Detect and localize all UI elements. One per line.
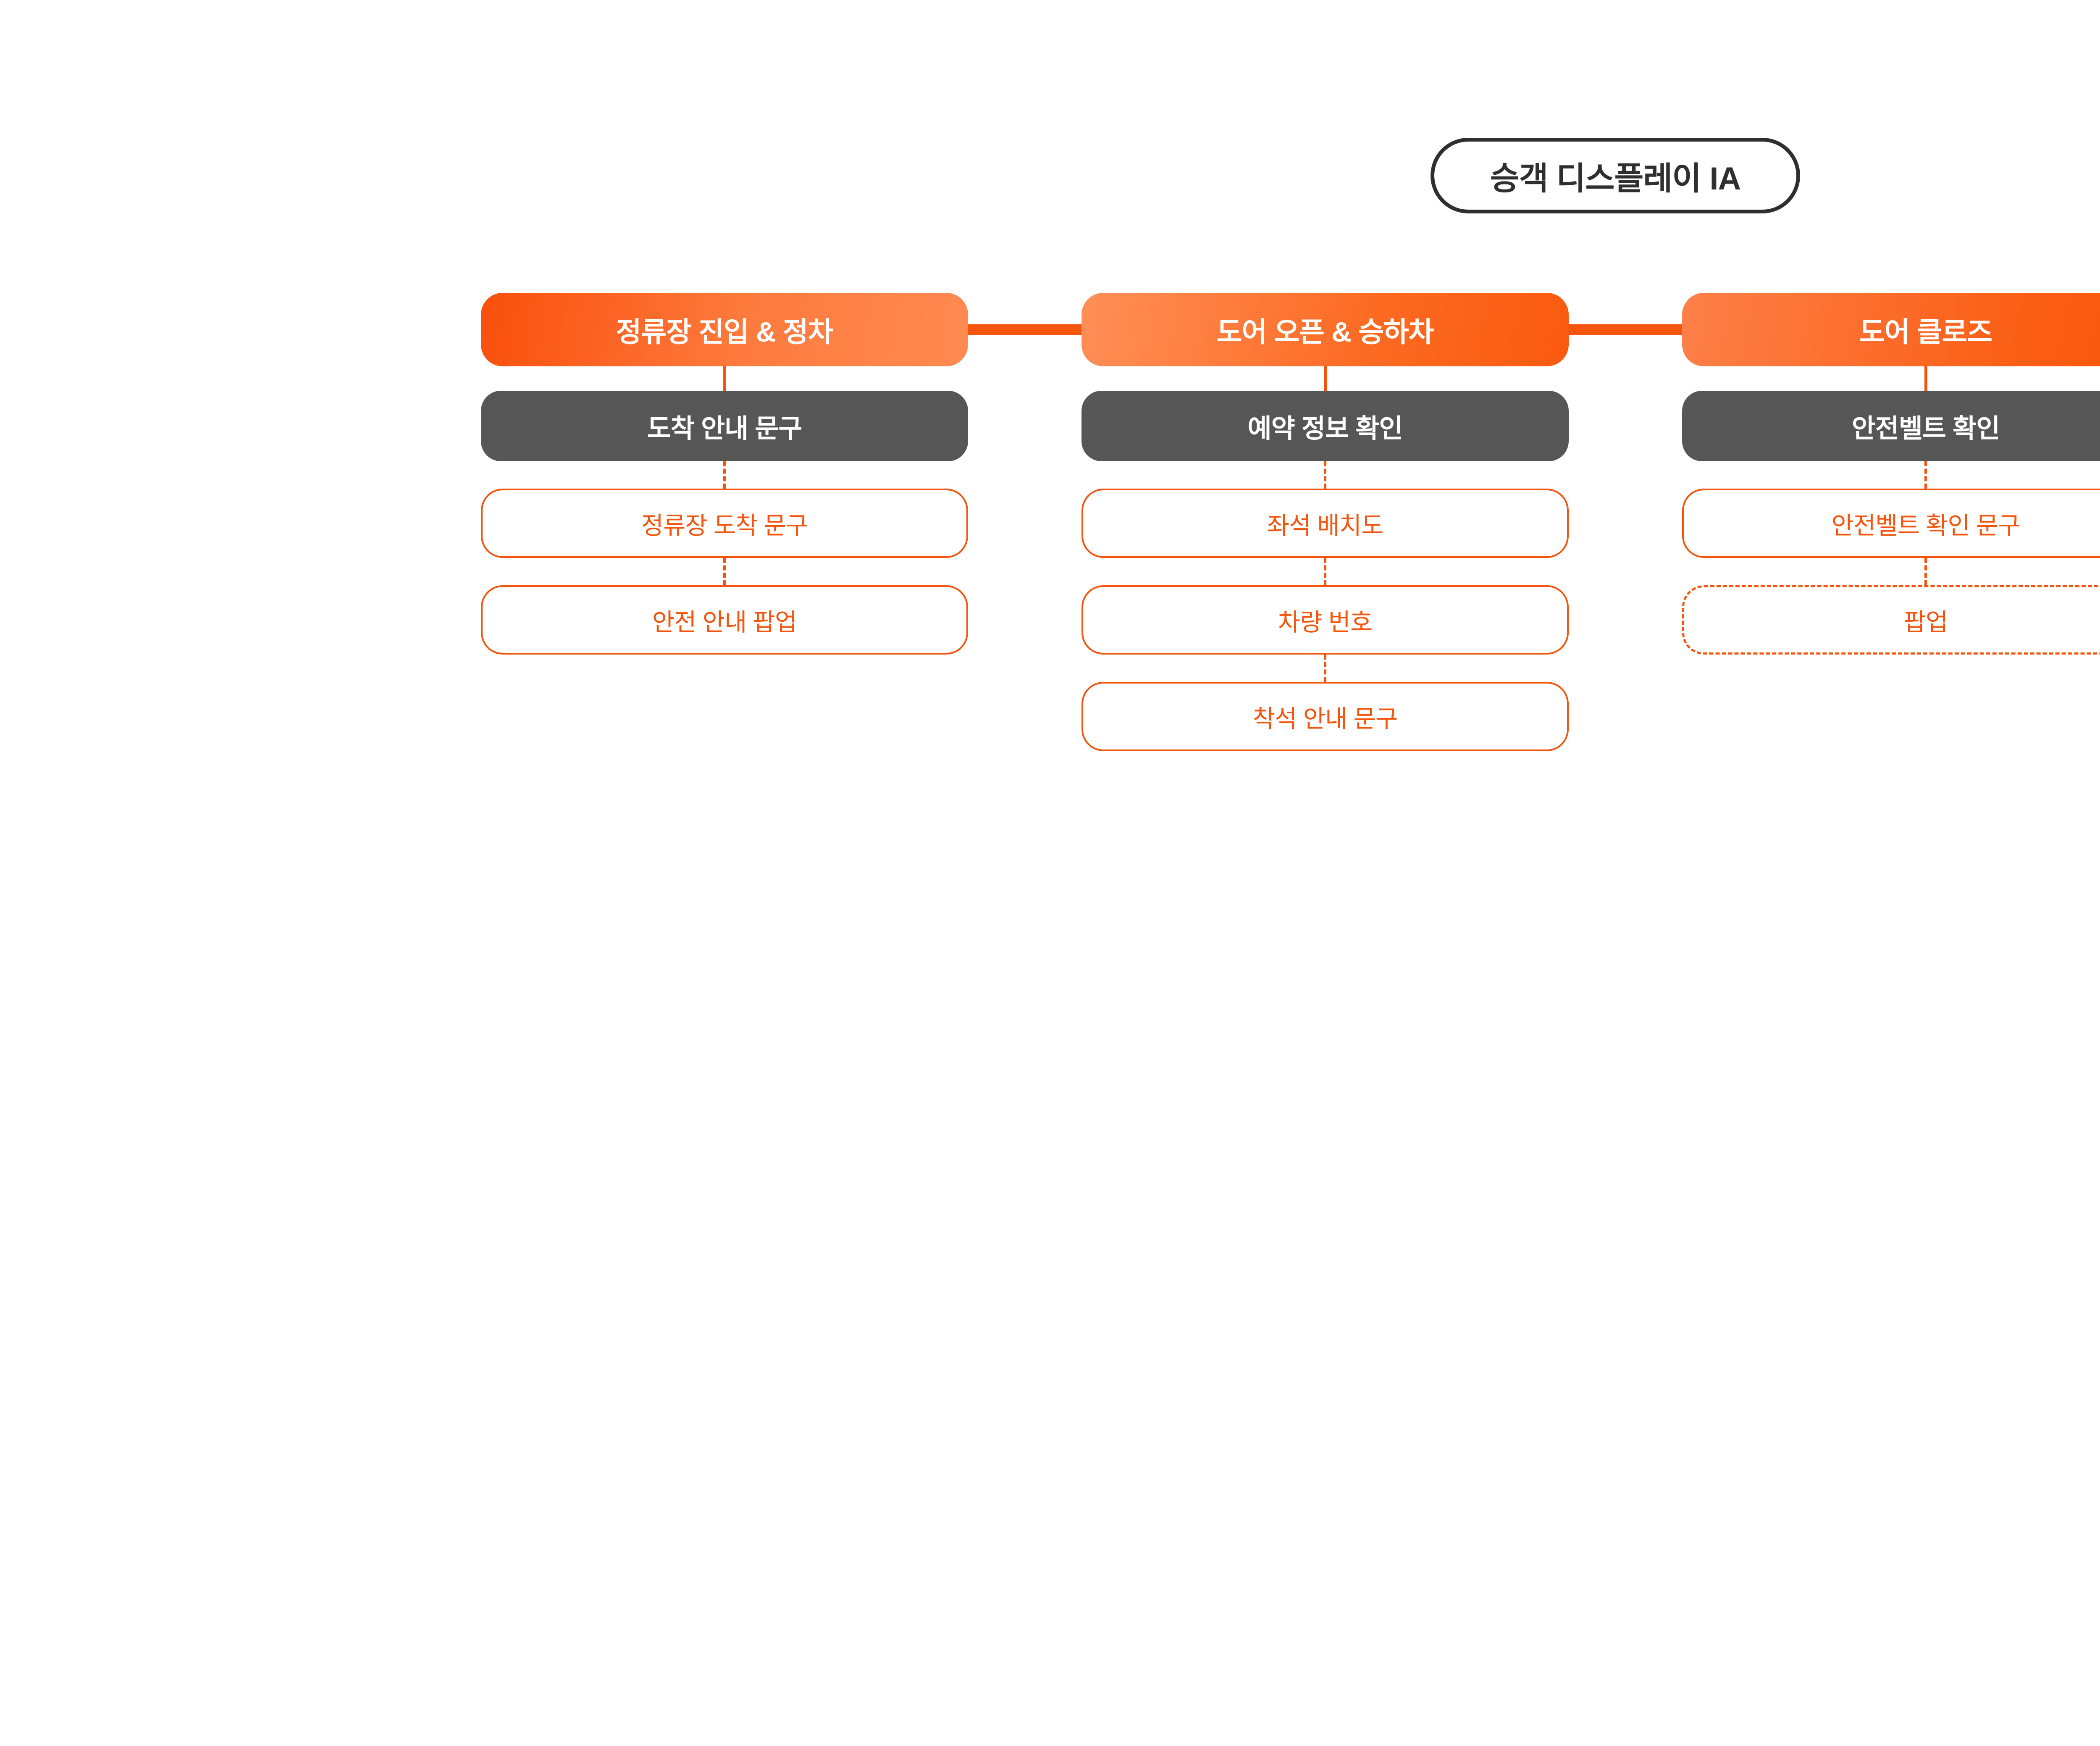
leaf-pill-0-0-1[interactable]: 안전 안내 팝업 bbox=[481, 585, 968, 655]
stage-connector-2 bbox=[1562, 324, 1684, 335]
leaf-connector bbox=[1082, 461, 1569, 489]
leaf-pill-label: 착석 안내 문구 bbox=[1252, 705, 1398, 733]
leaf-pill-1-0-0[interactable]: 좌석 배치도 bbox=[1082, 489, 1569, 558]
connector-stem bbox=[1323, 366, 1327, 391]
leaf-pill-2-0-1[interactable]: 팝업 bbox=[1682, 585, 2100, 655]
group-pill-2-0[interactable]: 안전벨트 확인 bbox=[1682, 391, 2100, 461]
connector-stem bbox=[723, 461, 726, 489]
leaf-connector bbox=[1082, 655, 1569, 682]
group-pill-label: 안전벨트 확인 bbox=[1851, 414, 2000, 443]
leaf-pill-1-0-1[interactable]: 차량 번호 bbox=[1082, 585, 1569, 655]
leaf-pill-label: 안전 안내 팝업 bbox=[652, 608, 797, 636]
stage-pill-label: 정류장 진입 & 정차 bbox=[616, 316, 834, 347]
leaf-pill-2-0-0[interactable]: 안전벨트 확인 문구 bbox=[1682, 489, 2100, 558]
group-pill-label: 도착 안내 문구 bbox=[647, 414, 803, 443]
stage-pill-label: 도어 오픈 & 승하차 bbox=[1216, 316, 1434, 347]
connector-stem bbox=[1324, 558, 1326, 585]
stage-pill-1[interactable]: 도어 오픈 & 승하차 bbox=[1082, 293, 1569, 366]
group-pill-label: 예약 정보 확인 bbox=[1247, 414, 1403, 443]
leaf-connector bbox=[1682, 558, 2100, 585]
leaf-pill-label: 정류장 도착 문구 bbox=[641, 512, 808, 539]
leaf-pill-label: 안전벨트 확인 문구 bbox=[1831, 512, 2020, 539]
group-pill-0-0[interactable]: 도착 안내 문구 bbox=[481, 391, 968, 461]
stage-pill-2[interactable]: 도어 클로즈 bbox=[1682, 293, 2100, 366]
leaf-pill-1-0-2[interactable]: 착석 안내 문구 bbox=[1082, 682, 1569, 751]
stage-to-group-connector bbox=[1082, 366, 1569, 391]
connector-stem bbox=[1324, 655, 1326, 682]
stage-pill-0[interactable]: 정류장 진입 & 정차 bbox=[481, 293, 968, 366]
leaf-pill-label: 차량 번호 bbox=[1278, 608, 1373, 636]
diagram-title-label: 승객 디스플레이 IA bbox=[1490, 161, 1741, 197]
stage-connector-1 bbox=[962, 324, 1084, 335]
leaf-pill-label: 좌석 배치도 bbox=[1267, 512, 1384, 539]
connector-stem bbox=[1924, 461, 1927, 489]
stage-pill-label: 도어 클로즈 bbox=[1859, 316, 1992, 347]
group-pill-1-0[interactable]: 예약 정보 확인 bbox=[1082, 391, 1569, 461]
leaf-pill-0-0-0[interactable]: 정류장 도착 문구 bbox=[481, 489, 968, 558]
connector-stem bbox=[1924, 558, 1927, 585]
diagram-title: 승객 디스플레이 IA bbox=[1431, 138, 1800, 213]
stage-to-group-connector bbox=[481, 366, 968, 391]
leaf-connector bbox=[1682, 461, 2100, 489]
leaf-pill-label: 팝업 bbox=[1903, 608, 1948, 636]
leaf-connector bbox=[481, 558, 968, 585]
connector-stem bbox=[1324, 461, 1326, 489]
connector-stem bbox=[1924, 366, 1927, 391]
leaf-connector bbox=[1082, 558, 1569, 585]
connector-stem bbox=[723, 366, 726, 391]
leaf-connector bbox=[481, 461, 968, 489]
stage-to-group-connector bbox=[1682, 366, 2100, 391]
connector-stem bbox=[723, 558, 726, 585]
